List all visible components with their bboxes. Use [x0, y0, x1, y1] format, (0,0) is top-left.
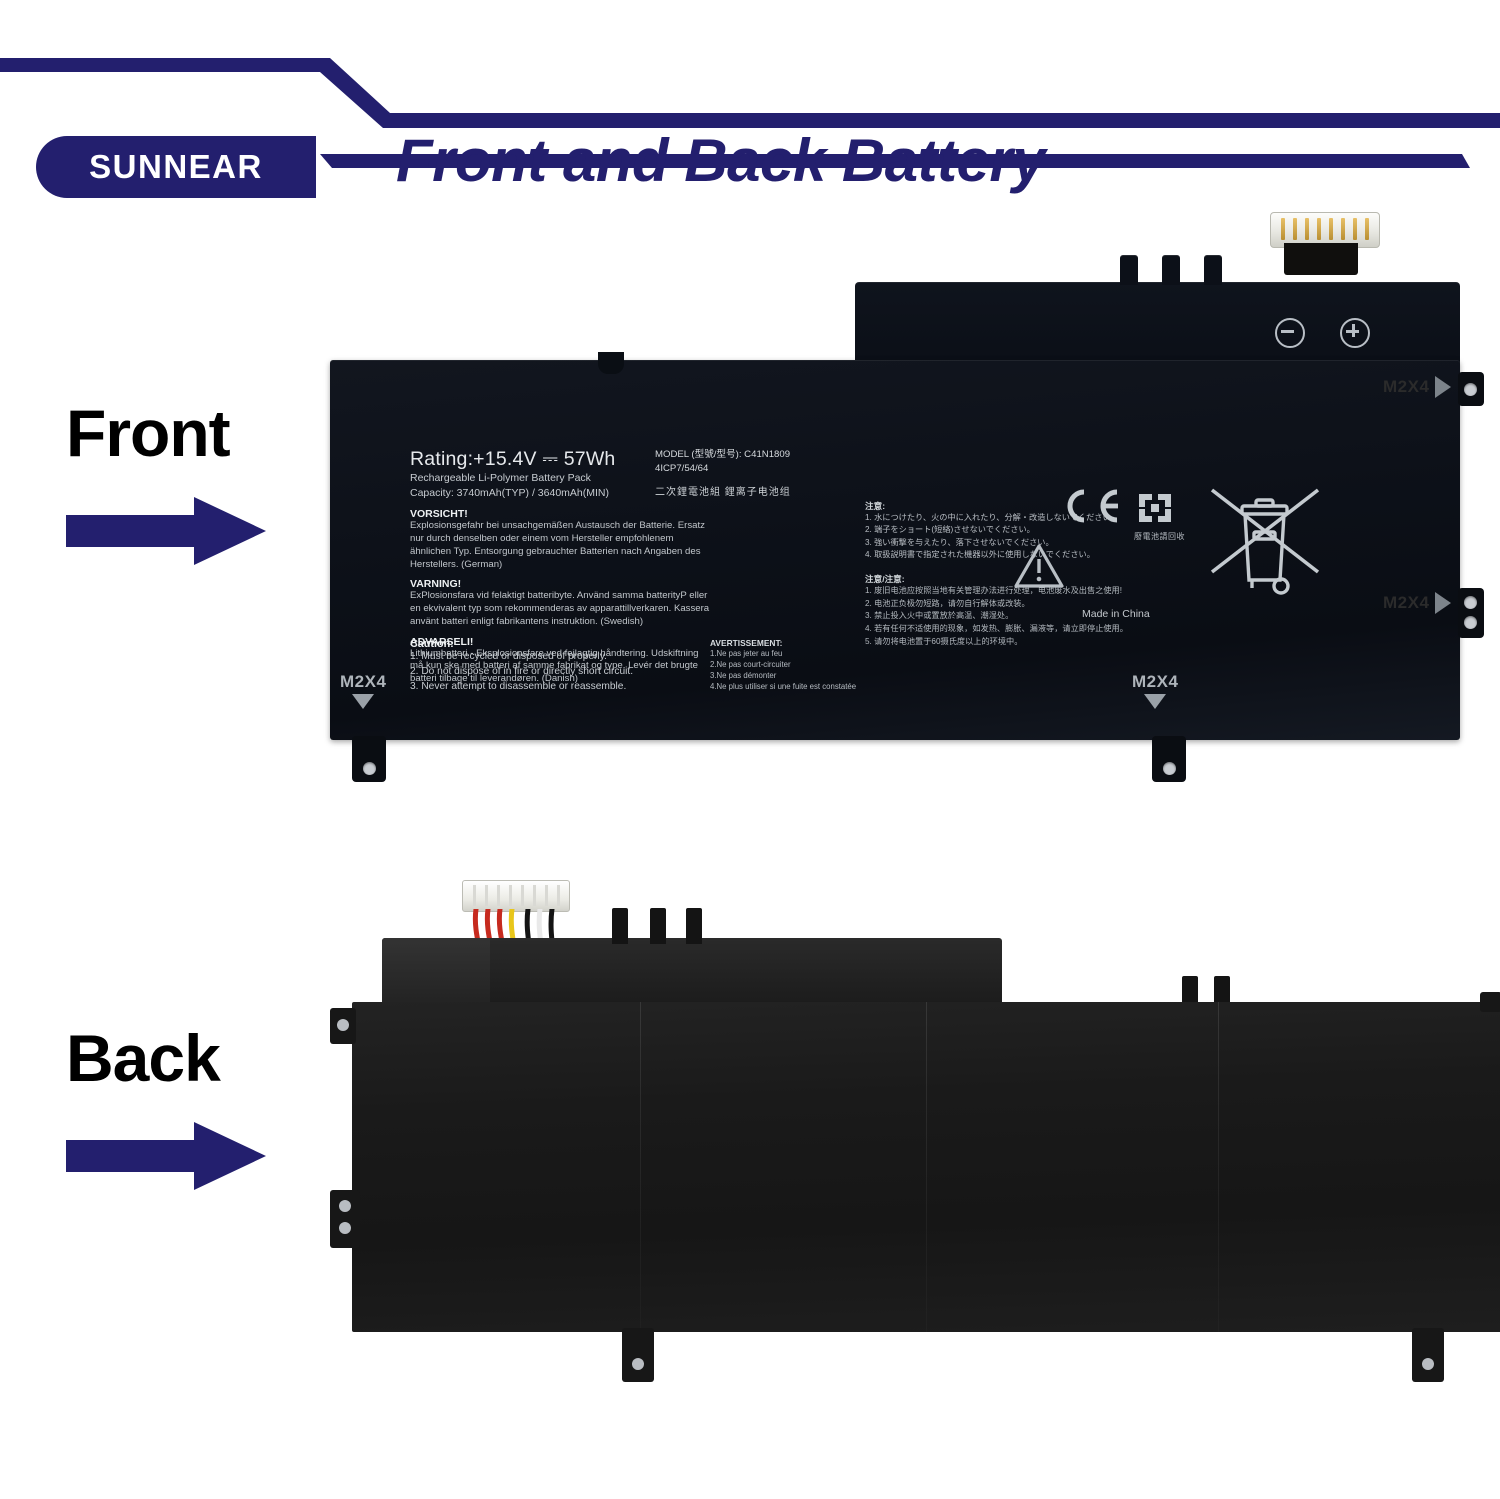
ce-mark-icon	[1067, 489, 1118, 523]
caution-item: 3. Never attempt to disassemble or reass…	[410, 680, 627, 692]
triangle-right-icon	[1435, 592, 1452, 614]
made-in-text: Made in China	[1082, 608, 1150, 620]
caution-item: 2. Do not dispose of in fire or directly…	[410, 665, 634, 677]
avertissement-item: 1.Ne pas jeter au feu	[710, 649, 783, 658]
mounting-ear	[1458, 588, 1484, 638]
mounting-ear	[1480, 992, 1500, 1012]
recycle-cjk-text: 廢電池請回收	[1134, 532, 1185, 541]
m2x4-marker-bottom-left: M2X4	[340, 672, 386, 709]
japanese-warning-block: 注意: 1. 水につけたり、火の中に入れたり、分解・改造しないでください。 2.…	[865, 500, 1175, 561]
battery-tab	[612, 908, 628, 944]
japanese-item: 3. 強い衝撃を与えたり、落下させないでください。	[865, 537, 1054, 547]
caution-item: 1. Must be recycled or disposed of prope…	[410, 651, 607, 662]
chinese-item: 1. 废旧电池应按照当地有关管理办法进行处理，电池废水及出售之使用!	[865, 586, 1123, 595]
warning-triangle-icon	[1014, 544, 1064, 588]
back-arrow-icon	[66, 1122, 266, 1190]
m2x4-label: M2X4	[1132, 672, 1179, 691]
warning-body-sv: ExPlosionsfara vid felaktigt batteribyte…	[410, 590, 710, 627]
battery-connector	[1270, 212, 1380, 275]
warning-body-da: Lithiumbatteri - Eksplosionsfare ved fej…	[410, 647, 699, 685]
back-battery-image	[330, 880, 1500, 1450]
mounting-ear	[1152, 736, 1186, 782]
rating-text: Rating:+15.4V ⎓ 57Wh	[410, 448, 616, 470]
warning-body-de: Explosionsgefahr bei unsachgemäßen Austa…	[410, 520, 705, 570]
chinese-item: 2. 电池正负极勿短路，请勿自行解体或改装。	[865, 598, 1030, 608]
battery-tab	[1204, 255, 1222, 285]
m2x4-label: M2X4	[1383, 593, 1430, 612]
battery-spec-label: Rating:+15.4V ⎓ 57Wh Rechargeable Li-Pol…	[410, 448, 1128, 692]
battery-tab	[1162, 255, 1180, 285]
chinese-warning-block: 注意/注意: 1. 废旧电池应按照当地有关管理办法进行处理，电池废水及出售之使用…	[865, 573, 1195, 649]
triangle-down-icon	[1144, 694, 1167, 709]
battery-upper-step	[855, 282, 1460, 364]
page-title: Front and Back Battery	[396, 127, 1046, 194]
avertissement-block: AVERTISSEMENT: 1.Ne pas jeter au feu 2.N…	[710, 638, 960, 692]
header-banner-shape	[0, 58, 1500, 168]
crossed-wheelie-bin-icon	[1210, 488, 1320, 595]
page-header: SUNNEAR Front and Back Battery	[0, 58, 1500, 198]
front-arrow-icon	[66, 497, 266, 565]
japanese-item: 2. 端子をショート(短絡)させないでください。	[865, 525, 1035, 535]
m2x4-marker-bottom-mid: M2X4	[1132, 672, 1178, 709]
mounting-ear	[1412, 1328, 1444, 1382]
plus-terminal-icon	[1340, 318, 1370, 348]
mounting-ear	[330, 1190, 360, 1248]
m2x4-marker-top-right: M2X4	[1383, 376, 1452, 398]
minus-terminal-icon	[1275, 318, 1305, 348]
avertissement-item: 2.Ne pas court-circuiter	[710, 660, 791, 670]
battery-body-front	[330, 360, 1460, 740]
battery-tab	[1120, 255, 1138, 285]
battery-type-text: Rechargeable Li-Polymer Battery Pack	[410, 472, 591, 484]
triangle-down-icon	[352, 694, 375, 709]
m2x4-marker-mid-right: M2X4	[1383, 592, 1452, 614]
front-view-label: Front	[66, 396, 231, 470]
japanese-item: 1. 水につけたり、火の中に入れたり、分解・改造しないでください。	[865, 513, 1119, 522]
battery-tab	[1214, 976, 1230, 1006]
model-block: MODEL (型號/型号): C41N1809 4ICP7/54/64 二次鋰電…	[655, 448, 915, 498]
m2x4-label: M2X4	[340, 672, 387, 691]
chinese-heading: 注意/注意:	[865, 574, 905, 584]
recycle-icon	[1139, 494, 1171, 522]
avertissement-heading: AVERTISSEMENT:	[710, 638, 783, 648]
avertissement-item: 4.Ne plus utiliser si une fuite est cons…	[710, 682, 857, 692]
battery-upper-step-left	[382, 938, 490, 1004]
triangle-right-icon	[1435, 376, 1452, 398]
certification-icons: 廢電池請回收 Made in China	[1014, 480, 1410, 630]
brand-name: SUNNEAR	[89, 148, 263, 185]
mounting-ear	[622, 1328, 654, 1382]
warning-heading-de: VORSICHT!	[410, 508, 468, 521]
front-battery-image: M2X4 M2X4 M2X4 M2X4 Rating:+15.4V ⎓ 57Wh…	[330, 200, 1500, 790]
brand-pill	[36, 136, 316, 198]
model-number: MODEL (型號/型号): C41N1809	[655, 449, 791, 460]
japanese-item: 4. 取扱説明書で指定された機器以外に使用しないでください。	[865, 549, 1095, 559]
caution-block: Caution: 1. Must be recycled or disposed…	[410, 638, 790, 694]
caution-heading: Caution:	[410, 638, 454, 650]
chinese-item: 3. 禁止投入火中或置放於高温、潮湿处。	[865, 611, 1014, 621]
capacity-text: Capacity: 3740mAh(TYP) / 3640mAh(MIN)	[410, 487, 609, 500]
avertissement-item: 3.Ne pas démonter	[710, 671, 777, 681]
model-cjk-text: 二次鋰電池組 鋰离子电池组	[655, 486, 791, 498]
battery-body-back	[352, 1002, 1500, 1332]
m2x4-label: M2X4	[1383, 377, 1430, 396]
chinese-item: 5. 请勿将电池置于60摄氏度以上的环境中。	[865, 636, 1023, 646]
cell-config: 4ICP7/54/64	[655, 463, 709, 475]
mounting-ear	[352, 736, 386, 782]
connector-cable-boot	[1284, 243, 1358, 275]
battery-tab	[1182, 976, 1198, 1006]
warning-heading-da: ADVARSELI!	[410, 635, 474, 648]
battery-notch	[598, 352, 624, 374]
back-view-label: Back	[66, 1021, 221, 1095]
battery-tab	[650, 908, 666, 944]
battery-tab	[686, 908, 702, 944]
mounting-ear	[1458, 372, 1484, 406]
chinese-item: 4. 若有任何不适使用的现象，如发热、膨胀、漏液等，请立即停止使用。	[865, 624, 1128, 634]
connector-housing	[462, 880, 570, 912]
warning-heading-sv: VARNING!	[410, 578, 462, 591]
mounting-ear	[330, 1008, 356, 1044]
connector-housing	[1270, 212, 1380, 248]
japanese-heading: 注意:	[865, 501, 886, 511]
